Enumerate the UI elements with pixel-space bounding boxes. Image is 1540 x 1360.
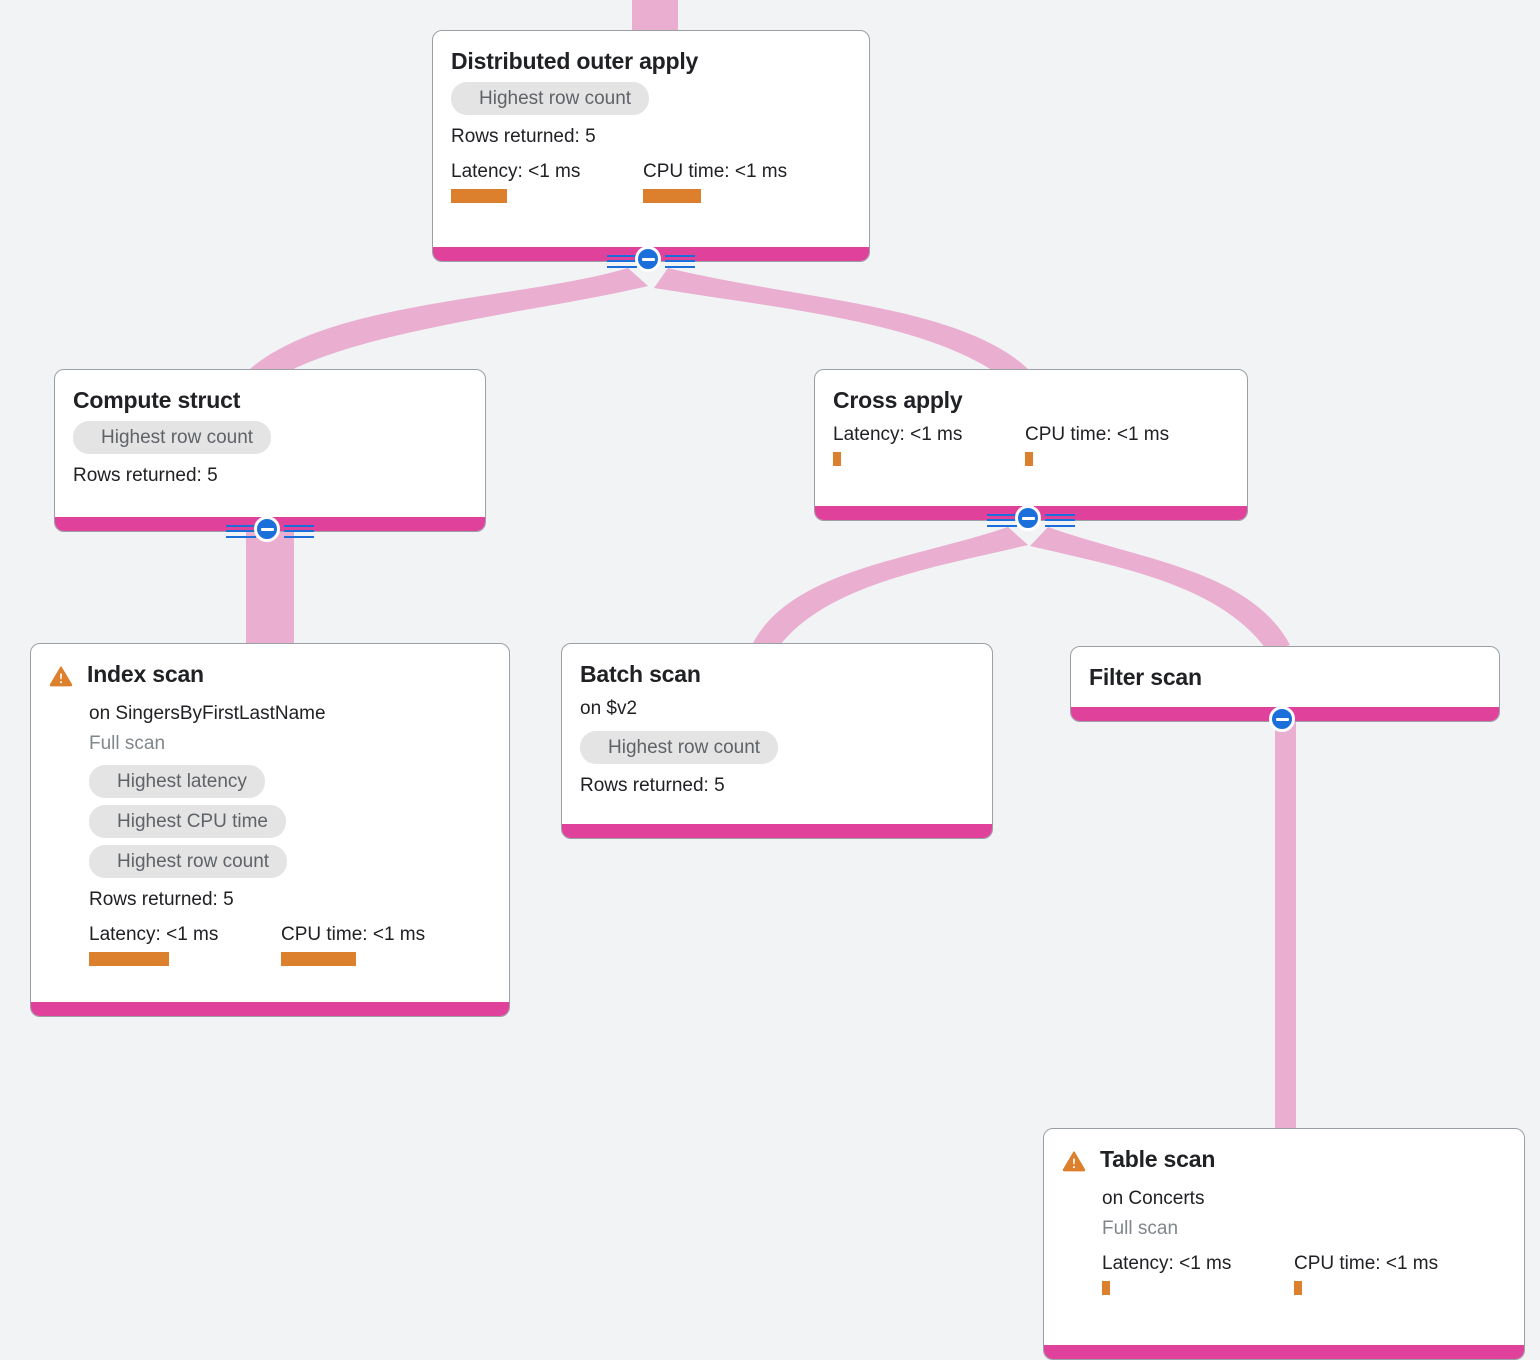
edge-incoming-root — [632, 0, 678, 30]
metrics-row: Latency: <1 ms CPU time: <1 ms — [451, 160, 851, 203]
metric-bar — [833, 452, 841, 466]
node-accent-bar — [562, 824, 992, 838]
collapse-minus-icon[interactable] — [1269, 706, 1295, 732]
metrics-row: Latency: <1 ms CPU time: <1 ms — [89, 923, 491, 966]
rows-returned: Rows returned: 5 — [451, 126, 596, 147]
node-title-row: Distributed outer apply — [451, 47, 851, 75]
metrics-row: Latency: <1 ms CPU time: <1 ms — [833, 423, 1229, 466]
node-title-row: Compute struct — [73, 386, 467, 414]
metric-cpu-time: CPU time: <1 ms — [1294, 1252, 1438, 1295]
rows-returned: Rows returned: 5 — [580, 775, 725, 796]
node-title: Filter scan — [1089, 664, 1202, 690]
metric-latency: Latency: <1 ms — [89, 923, 281, 966]
metric-label: CPU time: <1 ms — [643, 161, 788, 182]
badge-highest-cpu-time: Highest CPU time — [89, 805, 286, 838]
node-title-row: Batch scan — [580, 660, 974, 688]
warning-triangle-icon — [49, 664, 73, 693]
collapse-minus-icon[interactable] — [254, 516, 280, 542]
edge-cross-apply-to-batch-scan — [752, 527, 1028, 652]
node-subtitle: on SingersByFirstLastName — [89, 703, 326, 724]
metrics-row: Latency: <1 ms CPU time: <1 ms — [1102, 1252, 1506, 1295]
badge-highest-row-count: Highest row count — [451, 82, 650, 115]
metric-label: Latency: <1 ms — [1102, 1253, 1232, 1274]
badge-highest-row-count: Highest row count — [73, 421, 272, 454]
warning-triangle-icon — [1062, 1149, 1086, 1178]
node-title-row: Cross apply — [833, 386, 1229, 414]
node-scan-type: Full scan — [89, 733, 166, 754]
node-scan-type: Full scan — [1102, 1218, 1179, 1239]
node-subtitle: on Concerts — [1102, 1188, 1205, 1209]
node-title-row: Table scan — [1062, 1145, 1506, 1178]
badge-highest-row-count: Highest row count — [580, 731, 779, 764]
metric-label: Latency: <1 ms — [89, 924, 219, 945]
edge-root-to-compute-struct — [250, 268, 648, 382]
rows-returned: Rows returned: 5 — [73, 465, 218, 486]
metric-label: CPU time: <1 ms — [1025, 424, 1170, 445]
edge-filter-scan-to-table-scan — [1275, 722, 1296, 1133]
metric-latency: Latency: <1 ms — [451, 160, 643, 203]
node-body: Filter scan — [1071, 647, 1499, 707]
node-accent-bar — [1044, 1345, 1524, 1359]
edge-root-to-cross-apply — [654, 268, 1028, 381]
node-title: Distributed outer apply — [451, 48, 699, 74]
metric-bar — [1025, 452, 1033, 466]
metric-latency: Latency: <1 ms — [833, 423, 1025, 466]
node-title: Batch scan — [580, 661, 701, 687]
metric-label: CPU time: <1 ms — [1294, 1253, 1439, 1274]
metric-latency: Latency: <1 ms — [1102, 1252, 1294, 1295]
metric-label: Latency: <1 ms — [451, 161, 581, 182]
node-accent-bar — [31, 1002, 509, 1016]
metric-label: CPU time: <1 ms — [281, 924, 426, 945]
node-title: Cross apply — [833, 387, 963, 413]
metric-cpu-time: CPU time: <1 ms — [643, 160, 787, 203]
metric-bar — [89, 952, 169, 966]
metric-cpu-time: CPU time: <1 ms — [1025, 423, 1169, 466]
node-details: Latency: <1 ms CPU time: <1 ms — [833, 414, 1229, 466]
badge-highest-row-count: Highest row count — [89, 845, 288, 878]
node-title: Compute struct — [73, 387, 241, 413]
edge-cross-apply-to-filter-scan — [1030, 527, 1290, 652]
node-title-row: Index scan — [49, 660, 491, 693]
collapse-minus-icon[interactable] — [1015, 505, 1041, 531]
metric-bar — [643, 189, 701, 203]
metric-bar — [451, 189, 507, 203]
collapse-minus-icon[interactable] — [635, 246, 661, 272]
node-title-row: Filter scan — [1089, 663, 1481, 691]
metric-bar — [281, 952, 356, 966]
node-subtitle: on $v2 — [580, 698, 638, 719]
metric-label: Latency: <1 ms — [833, 424, 963, 445]
badge-highest-latency: Highest latency — [89, 765, 265, 798]
metric-cpu-time: CPU time: <1 ms — [281, 923, 425, 966]
metric-bar — [1294, 1281, 1302, 1295]
rows-returned: Rows returned: 5 — [89, 889, 234, 910]
node-title: Table scan — [1100, 1146, 1216, 1172]
edge-compute-struct-to-index-scan — [246, 530, 294, 648]
warning-triangle-icon — [49, 666, 73, 687]
metric-bar — [1102, 1281, 1110, 1295]
node-title: Index scan — [87, 661, 204, 687]
warning-triangle-icon — [1062, 1151, 1086, 1172]
